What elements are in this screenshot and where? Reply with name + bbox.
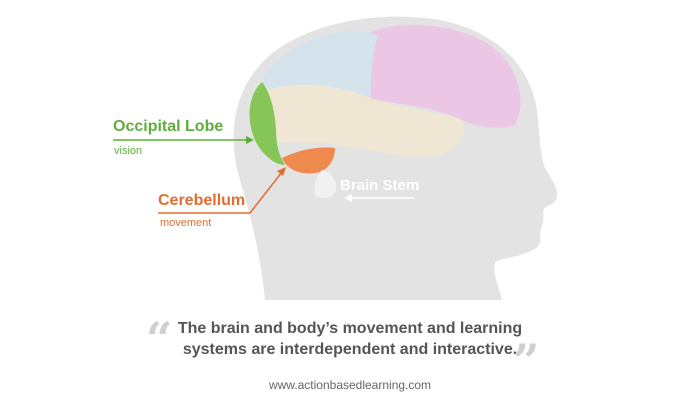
quote-open-icon: “	[146, 312, 173, 366]
cerebellum-pointer-arrowhead	[277, 167, 286, 176]
occipital-lobe-label: Occipital Lobe	[113, 118, 224, 135]
temporal-lobe	[268, 84, 465, 157]
quote-text: The brain and body’s movement and learni…	[150, 318, 550, 360]
quote-close-icon: ”	[513, 334, 540, 388]
website-url[interactable]: www.actionbasedlearning.com	[268, 378, 432, 392]
cerebellum-region	[282, 147, 335, 174]
quote-line-1: The brain and body’s movement and learni…	[177, 320, 523, 337]
cerebellum-sublabel: movement	[160, 217, 212, 229]
brain-stem-pointer-arrowhead	[344, 194, 352, 202]
parietal-lobe	[262, 30, 378, 99]
cerebellum-pointer-diagonal	[249, 171, 283, 214]
brain-stem-region	[314, 170, 337, 198]
occipital-lobe-sublabel: vision	[114, 145, 143, 157]
cerebellum-label: Cerebellum	[158, 192, 246, 209]
brain-stem-label: Brain Stem	[340, 177, 420, 194]
occipital-pointer-arrowhead	[246, 136, 254, 144]
occipital-lobe	[249, 82, 285, 165]
quote-line-2: systems are interdependent and interacti…	[182, 341, 518, 358]
frontal-lobe	[362, 24, 521, 128]
